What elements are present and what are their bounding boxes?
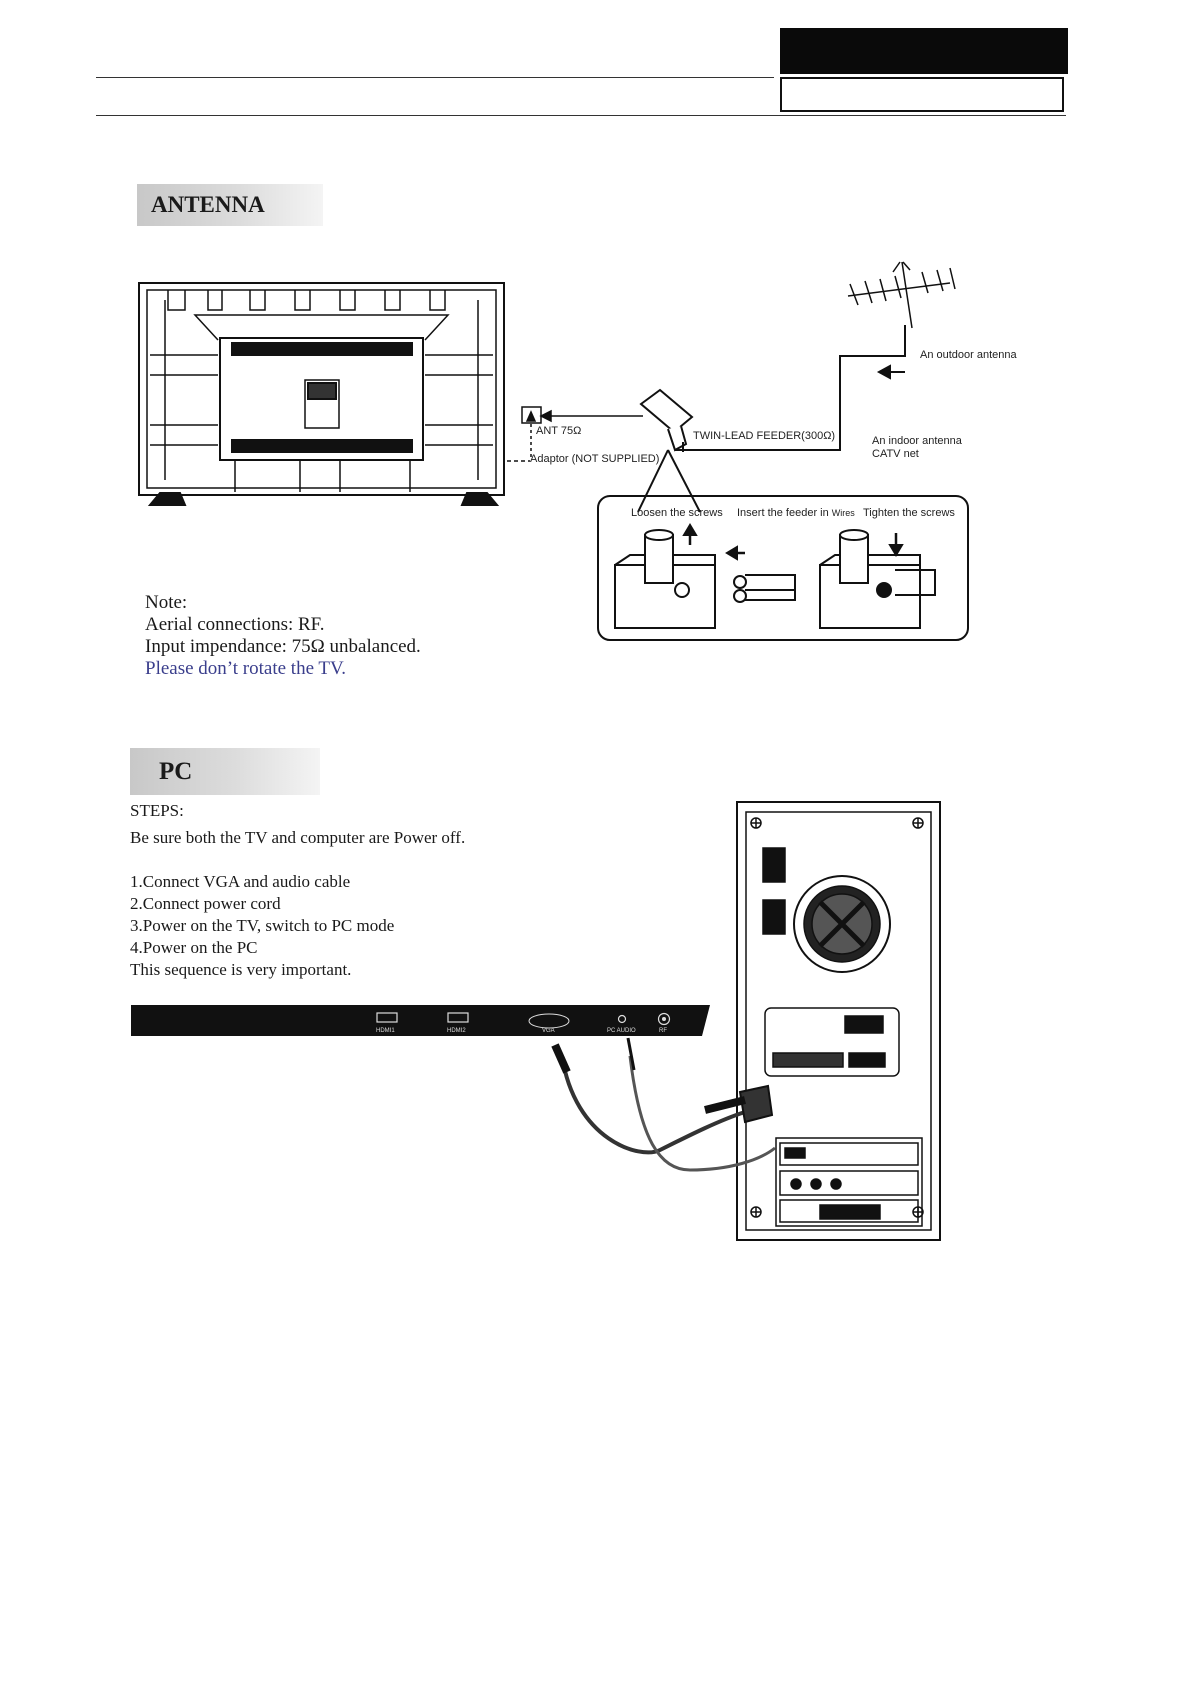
pc-step: 1.Connect VGA and audio cable xyxy=(130,872,351,891)
antenna-note: Note: Aerial connections: RF. Input impe… xyxy=(145,592,421,680)
vga-port-icon xyxy=(528,1013,570,1029)
tighten-screws-label: Tighten the screws xyxy=(863,507,955,519)
pc-title-text: PC xyxy=(159,757,193,785)
pc-footer: This sequence is very important. xyxy=(130,960,352,979)
port-label-vga: VGA xyxy=(542,1028,555,1034)
hdmi2-port-icon xyxy=(447,1012,469,1023)
pc-steps-list: 1.Connect VGA and audio cable 2.Connect … xyxy=(130,871,394,981)
pc-step: 4.Power on the PC xyxy=(130,938,258,957)
outdoor-antenna-label: An outdoor antenna xyxy=(920,349,1017,361)
pc-steps-title: STEPS: xyxy=(130,801,184,820)
port-label-pc-audio: PC AUDIO xyxy=(607,1028,636,1034)
screw-terminal-panel xyxy=(597,495,969,641)
pc-step: 2.Connect power cord xyxy=(130,894,281,913)
indoor-antenna-label: An indoor antenna xyxy=(872,435,962,447)
outdoor-antenna-icon xyxy=(847,261,956,329)
tv-port-panel: HDMI1 HDMI2 VGA PC AUDIO RF xyxy=(131,1005,710,1036)
insert-feeder-label: Insert the feeder in Wires xyxy=(737,507,855,519)
loosen-screws-label: Loosen the screws xyxy=(631,507,723,519)
antenna-section-title: ANTENNA xyxy=(137,184,323,226)
note-line-rotate: Please don’t rotate the TV. xyxy=(145,658,347,679)
vga-audio-cables xyxy=(551,1037,776,1172)
header-black-block xyxy=(780,28,1068,74)
header-rule-top xyxy=(96,77,774,78)
note-line-aerial: Aerial connections: RF. xyxy=(145,614,325,635)
header-outline-box xyxy=(780,77,1064,112)
pc-section-title: PC xyxy=(130,748,320,795)
antenna-diagram xyxy=(138,261,969,641)
pc-audio-port-icon xyxy=(617,1014,627,1024)
pc-diagram: HDMI1 HDMI2 VGA PC AUDIO RF xyxy=(131,801,941,1241)
ant-75-label: ANT 75Ω xyxy=(536,425,582,437)
port-label-hdmi2: HDMI2 xyxy=(447,1028,466,1034)
pc-step: 3.Power on the TV, switch to PC mode xyxy=(130,916,395,935)
header-rule-bottom xyxy=(96,115,1066,116)
pc-tower-illustration xyxy=(736,801,941,1241)
tv-back-illustration xyxy=(138,282,505,506)
adaptor-label: Adaptor (NOT SUPPLIED) xyxy=(530,453,660,465)
port-label-hdmi1: HDMI1 xyxy=(376,1028,395,1034)
catv-net-label: CATV net xyxy=(872,448,919,460)
antenna-title-text: ANTENNA xyxy=(151,192,265,217)
adaptor-block xyxy=(639,388,694,452)
note-title: Note: xyxy=(145,592,188,613)
twin-lead-feeder-line xyxy=(637,325,906,513)
antenna-port-symbol xyxy=(507,406,643,462)
rf-port-icon xyxy=(657,1012,671,1026)
note-line-impedance: Input impendance: 75Ω unbalanced. xyxy=(145,636,421,657)
insert-wires-text: Wires xyxy=(831,508,855,518)
twin-lead-label: TWIN-LEAD FEEDER(300Ω) xyxy=(693,430,836,442)
insert-feeder-text: Insert the feeder in xyxy=(737,507,829,519)
port-label-rf: RF xyxy=(659,1028,667,1034)
pc-intro: Be sure both the TV and computer are Pow… xyxy=(130,828,466,847)
hdmi1-port-icon xyxy=(376,1012,398,1023)
